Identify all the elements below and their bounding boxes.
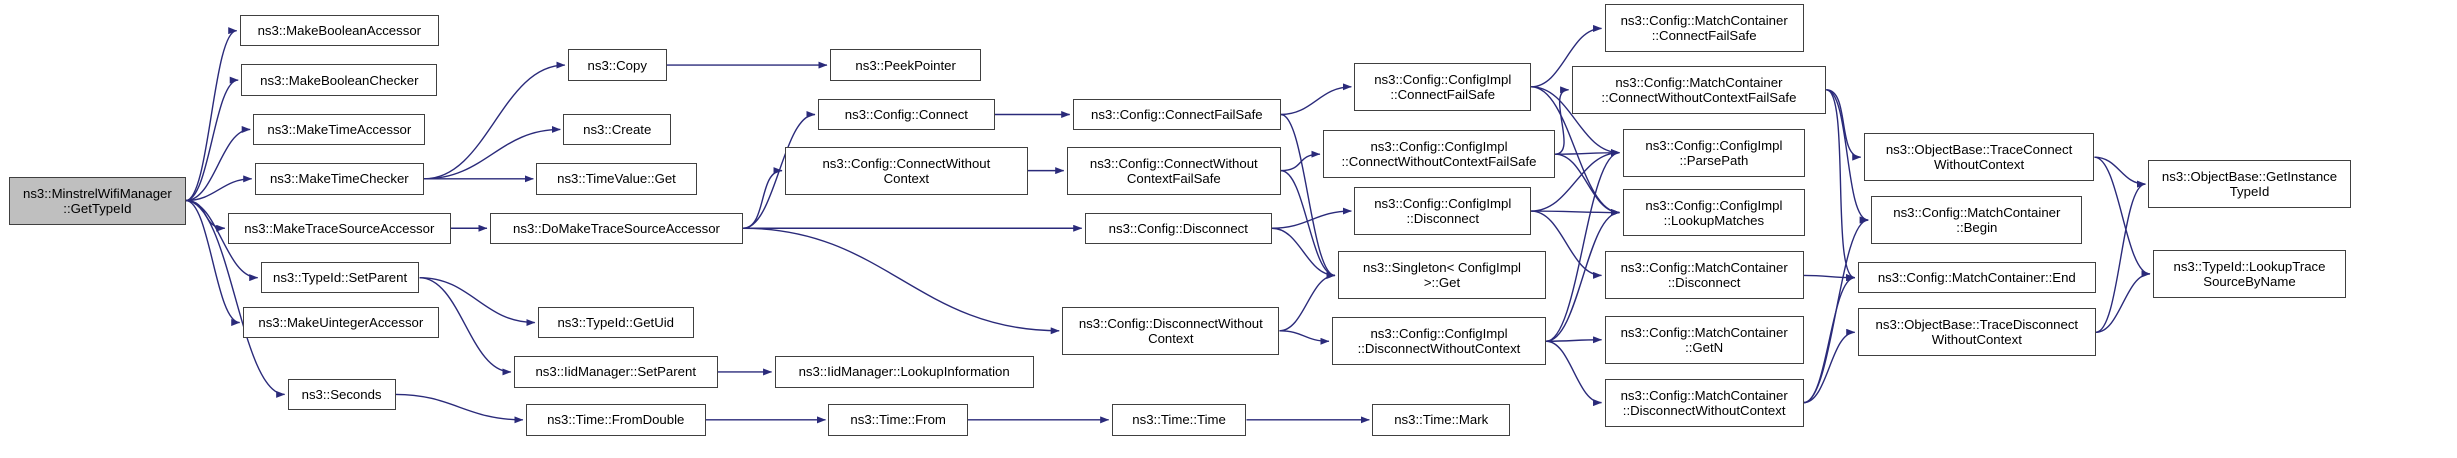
- graph-edge-root-to-mkboolacc: [185, 27, 238, 202]
- graph-edge-cfgconnectwoctxfs-to-singleton: [1280, 169, 1336, 279]
- graph-edge-mcconnectwoctxfs-to-mcend: [1826, 89, 1856, 282]
- graph-node-timemark[interactable]: ns3::Time::Mark: [1372, 404, 1511, 436]
- graph-edge-mcconnectwoctxfs-to-traceconnectwoctx: [1826, 89, 1862, 161]
- graph-node-mcgetn[interactable]: ns3::Config::MatchContainer ::GetN: [1604, 315, 1804, 364]
- graph-node-timefrom[interactable]: ns3::Time::From: [828, 404, 968, 436]
- graph-edge-cfgdisconnect-to-impldisconnect: [1271, 207, 1352, 229]
- graph-node-cfgconnectwoctx[interactable]: ns3::Config::ConnectWithout Context: [785, 146, 1028, 195]
- graph-edge-impldisconnect-to-impllookupmatch: [1531, 209, 1621, 217]
- graph-node-iidlookupinfo[interactable]: ns3::IidManager::LookupInformation: [774, 356, 1034, 388]
- graph-node-copy[interactable]: ns3::Copy: [567, 49, 667, 81]
- graph-node-mcdisconnect[interactable]: ns3::Config::MatchContainer ::Disconnect: [1604, 251, 1804, 300]
- graph-node-mkboolacc[interactable]: ns3::MakeBooleanAccessor: [239, 14, 439, 47]
- graph-edge-root-to-mktrcsrcacc: [185, 199, 226, 232]
- graph-node-tidsetparent[interactable]: ns3::TypeId::SetParent: [260, 261, 420, 294]
- graph-node-domktrcsrcacc[interactable]: ns3::DoMakeTraceSourceAccessor: [489, 212, 744, 244]
- graph-edge-impldisconnectwoctx-to-mcgetn: [1546, 336, 1603, 344]
- graph-node-implconnectwoctxfs[interactable]: ns3::Config::ConfigImpl ::ConnectWithout…: [1322, 130, 1556, 179]
- graph-node-cfgdisconnectwoctx[interactable]: ns3::Config::DisconnectWithout Context: [1062, 306, 1280, 355]
- graph-edge-root-to-mktimechk: [185, 175, 253, 202]
- graph-edge-mcdisconnect-to-mcend: [1803, 274, 1856, 282]
- graph-edge-mcdisconnectwoctx-to-tracedisconnectwoctx: [1803, 328, 1856, 404]
- graph-node-traceconnectwoctx[interactable]: ns3::ObjectBase::TraceConnect WithoutCon…: [1863, 133, 2095, 182]
- graph-edge-domktrcsrcacc-to-cfgconnectwoctx: [743, 167, 783, 229]
- graph-node-impldisconnectwoctx[interactable]: ns3::Config::ConfigImpl ::DisconnectWith…: [1331, 317, 1547, 366]
- graph-node-cfgconnect[interactable]: ns3::Config::Connect: [818, 98, 995, 131]
- graph-edge-impldisconnectwoctx-to-implparsepath: [1545, 149, 1621, 342]
- graph-node-impllookupmatch[interactable]: ns3::Config::ConfigImpl ::LookupMatches: [1622, 188, 1806, 237]
- graph-edge-cfgdisconnect-to-singleton: [1271, 227, 1336, 279]
- graph-node-singleton[interactable]: ns3::Singleton< ConfigImpl >::Get: [1337, 251, 1547, 300]
- graph-edge-root-to-mktimeacc: [185, 125, 251, 202]
- graph-node-implparsepath[interactable]: ns3::Config::ConfigImpl ::ParsePath: [1622, 128, 1806, 177]
- graph-node-seconds[interactable]: ns3::Seconds: [287, 378, 396, 411]
- graph-edge-traceconnectwoctx-to-getinstancetid: [2094, 156, 2146, 188]
- graph-edge-seconds-to-timefromdouble: [395, 393, 524, 424]
- graph-edge-mcconnectwoctxfs-to-mcbegin: [1826, 89, 1869, 224]
- graph-node-mktimeacc[interactable]: ns3::MakeTimeAccessor: [253, 113, 426, 146]
- graph-node-mktimechk[interactable]: ns3::MakeTimeChecker: [254, 163, 424, 195]
- graph-node-mkuintacc[interactable]: ns3::MakeUintegerAccessor: [242, 306, 439, 339]
- graph-node-mcbegin[interactable]: ns3::Config::MatchContainer ::Begin: [1871, 196, 2083, 244]
- graph-edge-mktimechk-to-copy: [423, 61, 566, 180]
- graph-edge-traceconnectwoctx-to-lookuptracesrc: [2094, 156, 2151, 278]
- graph-node-create[interactable]: ns3::Create: [563, 113, 672, 146]
- graph-edge-implconnectwoctxfs-to-impllookupmatch: [1555, 153, 1621, 217]
- graph-node-peekpointer[interactable]: ns3::PeekPointer: [829, 49, 982, 81]
- graph-edge-mcdisconnectwoctx-to-mcend: [1803, 274, 1856, 404]
- graph-edge-implconnectwoctxfs-to-implparsepath: [1555, 149, 1621, 157]
- graph-node-impldisconnect[interactable]: ns3::Config::ConfigImpl ::Disconnect: [1354, 187, 1532, 235]
- graph-node-mcend[interactable]: ns3::Config::MatchContainer::End: [1857, 261, 2096, 294]
- graph-node-timefromdouble[interactable]: ns3::Time::FromDouble: [525, 404, 706, 436]
- graph-edge-tracedisconnectwoctx-to-getinstancetid: [2095, 180, 2146, 333]
- graph-node-timetime[interactable]: ns3::Time::Time: [1111, 404, 1247, 436]
- graph-node-mcconnectwoctxfs[interactable]: ns3::Config::MatchContainer ::ConnectWit…: [1571, 65, 1827, 114]
- graph-node-cfgconnectwoctxfs[interactable]: ns3::Config::ConnectWithout ContextFailS…: [1066, 146, 1281, 195]
- graph-node-mcdisconnectwoctx[interactable]: ns3::Config::MatchContainer ::Disconnect…: [1604, 378, 1804, 427]
- graph-node-mcconnectfs[interactable]: ns3::Config::MatchContainer ::ConnectFai…: [1604, 4, 1804, 53]
- graph-edge-cfgconnectfs-to-implconnectfs: [1280, 83, 1352, 116]
- graph-node-cfgdisconnect[interactable]: ns3::Config::Disconnect: [1084, 212, 1272, 244]
- graph-edge-cfgconnectwoctxfs-to-implconnectwoctxfs: [1280, 150, 1321, 172]
- graph-edge-cfgdisconnectwoctx-to-singleton: [1279, 271, 1336, 332]
- graph-node-timevalget[interactable]: ns3::TimeValue::Get: [536, 163, 697, 195]
- graph-node-mkboolchk[interactable]: ns3::MakeBooleanChecker: [241, 64, 438, 96]
- graph-edge-impldisconnectwoctx-to-mcdisconnectwoctx: [1546, 340, 1603, 407]
- graph-node-root[interactable]: ns3::MinstrelWifiManager ::GetTypeId: [8, 176, 186, 225]
- graph-edge-cfgdisconnectwoctx-to-impldisconnectwoctx: [1279, 330, 1330, 345]
- graph-node-lookuptracesrc[interactable]: ns3::TypeId::LookupTrace SourceByName: [2152, 249, 2347, 298]
- graph-node-getinstancetid[interactable]: ns3::ObjectBase::GetInstance TypeId: [2148, 160, 2351, 209]
- graph-node-implconnectfs[interactable]: ns3::Config::ConfigImpl ::ConnectFailSaf…: [1354, 62, 1532, 111]
- graph-edge-root-to-mkboolchk: [185, 76, 239, 202]
- graph-edge-implconnectwoctxfs-to-mcconnectwoctxfs: [1554, 86, 1570, 155]
- graph-edge-domktrcsrcacc-to-cfgdisconnectwoctx: [743, 227, 1060, 335]
- graph-node-mktrcsrcacc[interactable]: ns3::MakeTraceSourceAccessor: [227, 212, 451, 244]
- graph-node-cfgconnectfs[interactable]: ns3::Config::ConnectFailSafe: [1072, 98, 1281, 131]
- graph-node-tidgetuid[interactable]: ns3::TypeId::GetUid: [537, 306, 694, 339]
- graph-node-tracedisconnectwoctx[interactable]: ns3::ObjectBase::TraceDisconnect Without…: [1857, 308, 2096, 357]
- graph-edge-tracedisconnectwoctx-to-lookuptracesrc: [2095, 270, 2151, 333]
- graph-node-iidsetparent[interactable]: ns3::IidManager::SetParent: [513, 356, 718, 388]
